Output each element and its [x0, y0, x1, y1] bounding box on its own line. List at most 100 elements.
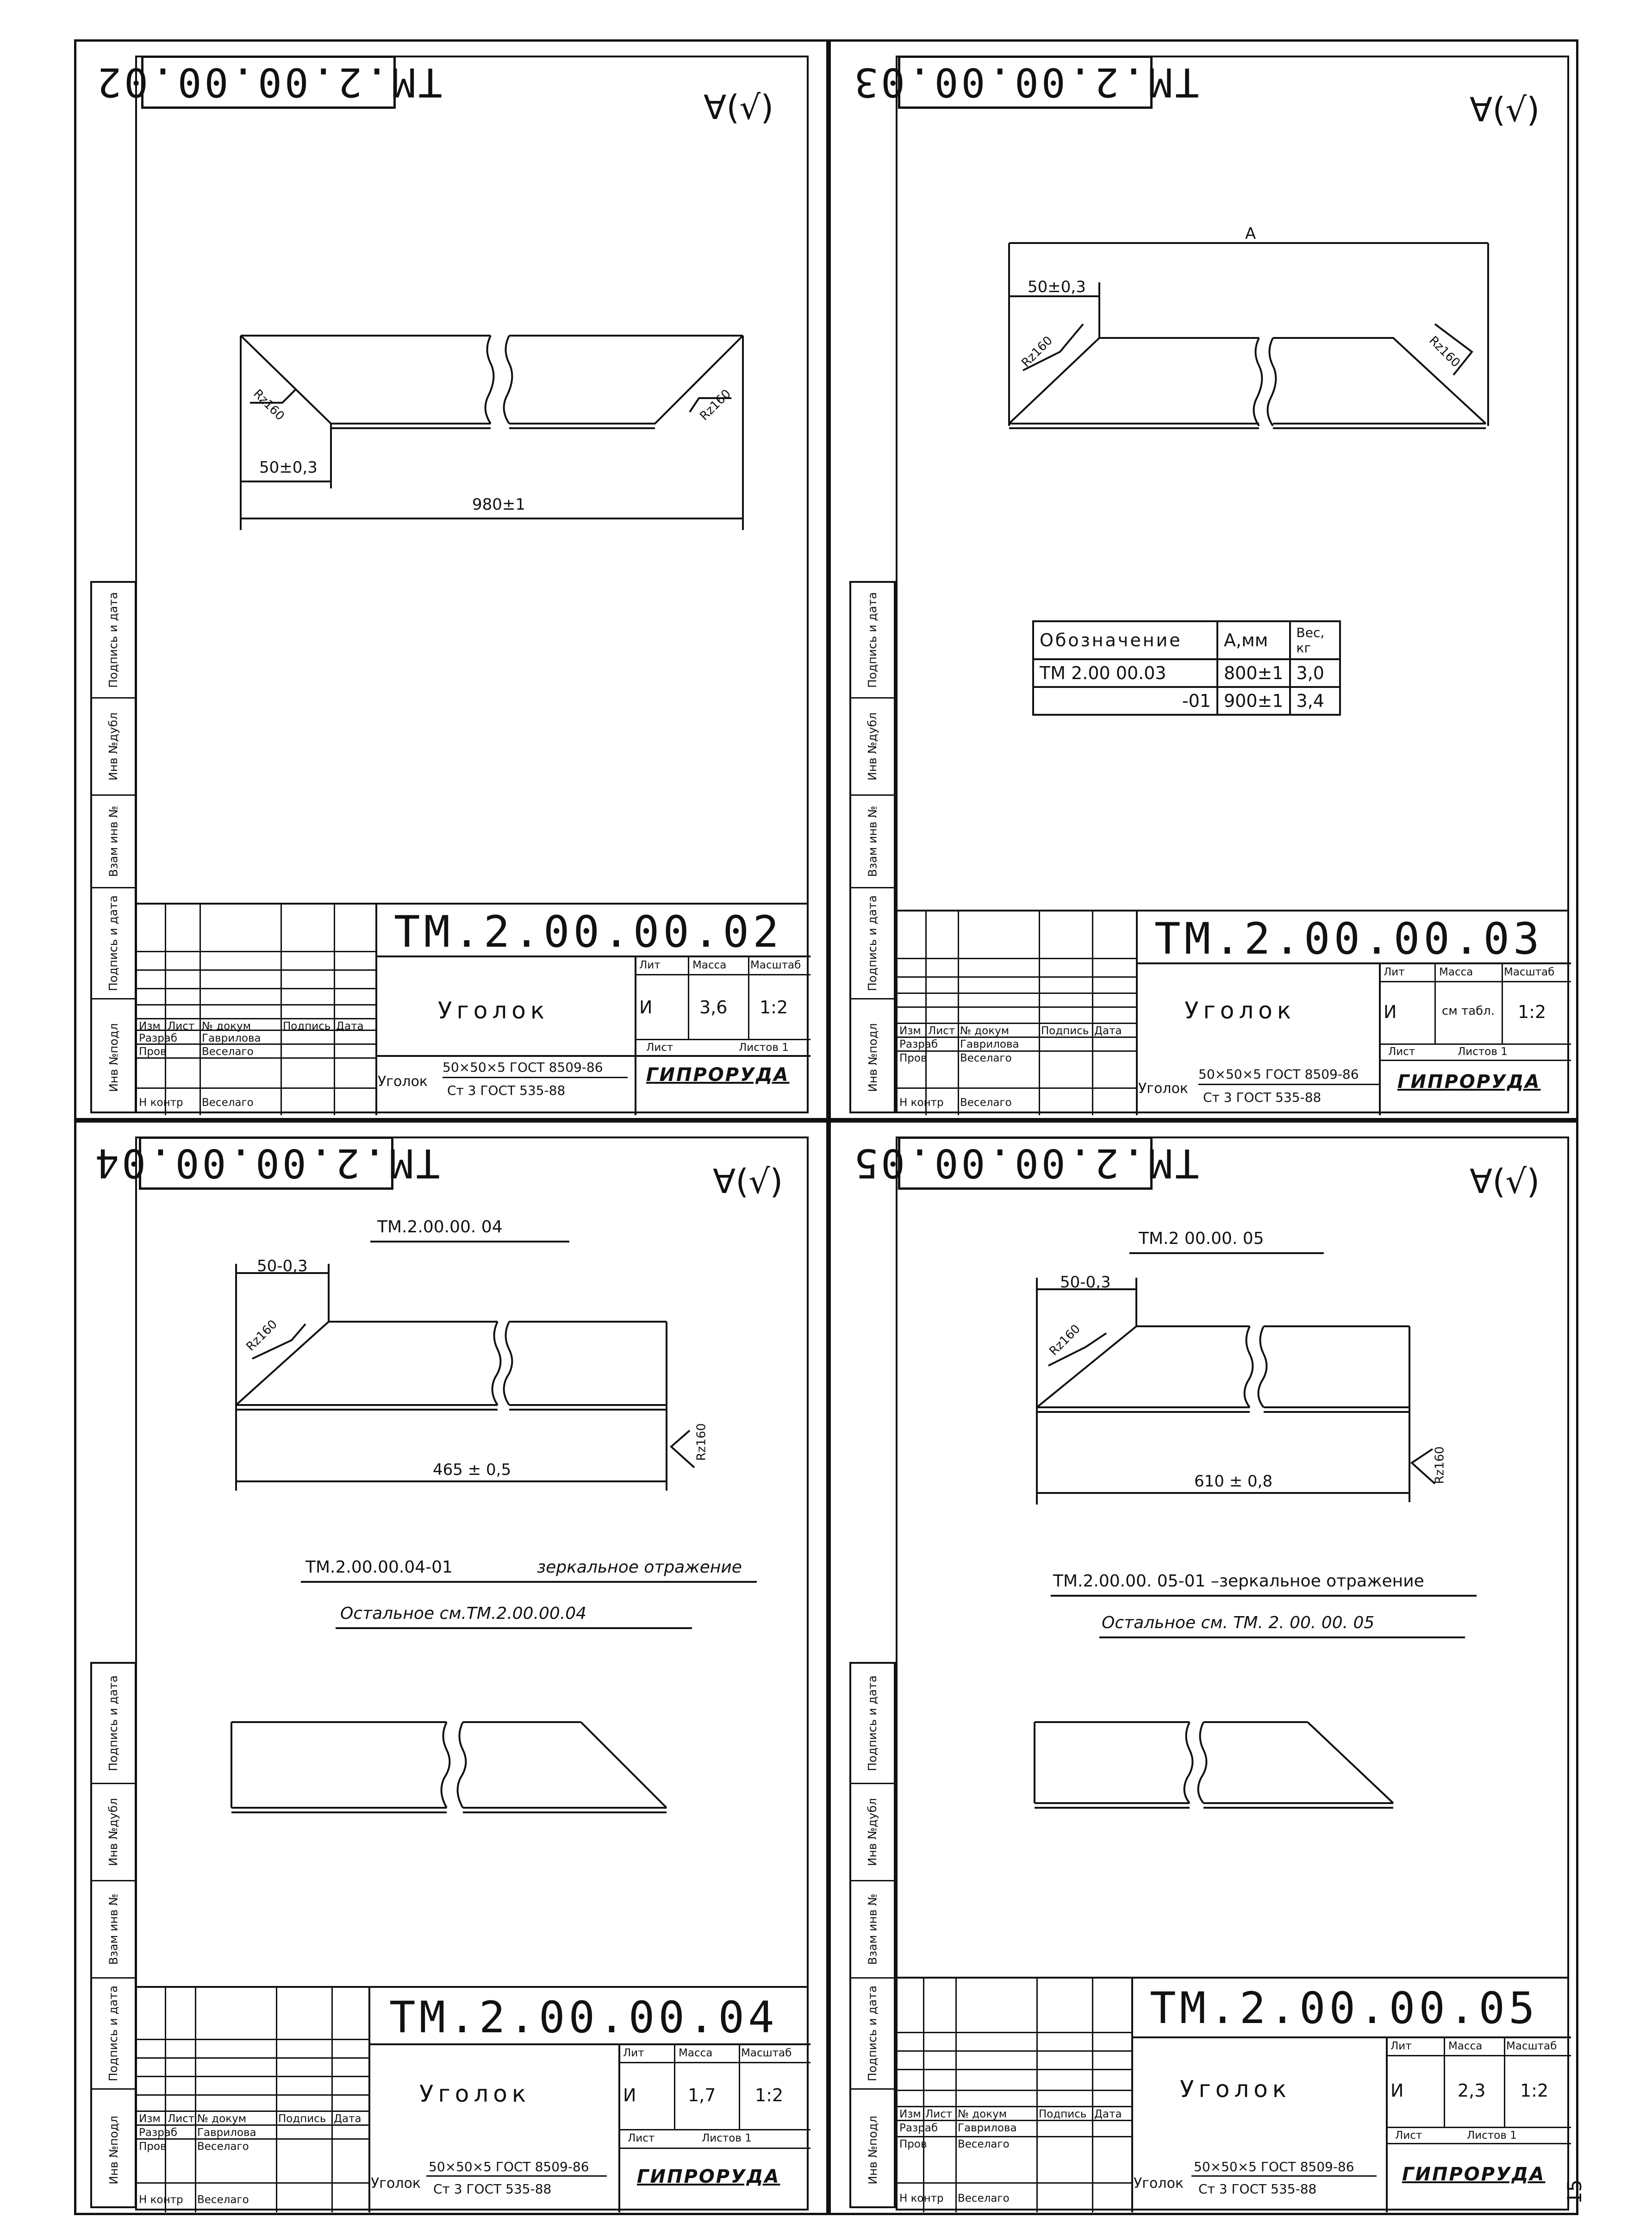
- label-lit: Лит: [1384, 966, 1405, 978]
- label-masshtab: Масштаб: [1504, 966, 1555, 978]
- spec-table-03: Обозначение А,мм Вес, кг ТМ 2.00 00.03 8…: [1032, 620, 1341, 716]
- label-list: Лист: [168, 1020, 195, 1032]
- label-prov: Пров: [139, 2141, 167, 2153]
- dim-length-02: 980±1: [472, 495, 526, 514]
- prov-name: Веселаго: [960, 1052, 1012, 1064]
- label-sign: Подпись: [1039, 2108, 1087, 2120]
- material-bottom: Ст 3 ГОСТ 535-88: [433, 2181, 552, 2197]
- side-cell: Взам инв №: [92, 1881, 135, 1979]
- dim-chamfer-03: 50±0,3: [1028, 278, 1086, 296]
- label-list: Лист: [928, 1025, 955, 1037]
- side-cell: Инв №дубл: [851, 699, 894, 796]
- lit-value: И: [1384, 1002, 1397, 1022]
- sheet-heading-05: ТМ.2 00.00. 05: [1139, 1229, 1264, 1248]
- note-mirror-04b: зеркальное отражение: [537, 1558, 742, 1577]
- label-date: Дата: [1094, 1025, 1122, 1037]
- razrab-name: Гаврилова: [202, 1032, 261, 1044]
- label-date: Дата: [1094, 2108, 1122, 2120]
- label-list: Лист: [925, 2108, 953, 2120]
- scale-value: 1:2: [755, 2085, 784, 2105]
- roughness-symbol: ∀(√): [704, 88, 774, 127]
- side-cell: Подпись и дата: [92, 1979, 135, 2090]
- label-razrab: Разраб: [139, 2127, 178, 2139]
- label-izm: Изм: [139, 1020, 161, 1032]
- logo: ГИПРОРУДА: [1402, 2164, 1546, 2185]
- label-sheet: Лист: [646, 1042, 673, 1054]
- label-masshtab: Масштаб: [741, 2047, 792, 2059]
- label-prov: Пров: [139, 1046, 167, 1058]
- dim-chamfer-04: 50-0,3: [257, 1257, 308, 1275]
- label-date: Дата: [334, 2113, 362, 2125]
- sheet-heading-04: ТМ.2.00.00. 04: [377, 1218, 503, 1236]
- th-a: А,мм: [1216, 620, 1291, 660]
- material-label: Уголок: [371, 2175, 421, 2192]
- label-sheet: Лист: [628, 2132, 655, 2144]
- label-list: Лист: [168, 2113, 195, 2125]
- side-cell: Инв №дубл: [851, 1784, 894, 1881]
- side-cell: Инв №дубл: [92, 699, 135, 796]
- label-prov: Пров: [899, 2138, 927, 2150]
- label-izm: Изм: [899, 1025, 921, 1037]
- label-docno: № докум: [197, 2113, 247, 2125]
- label-sheet: Лист: [1388, 1046, 1415, 1058]
- label-sign: Подпись: [278, 2113, 326, 2125]
- roughness-symbol: ∀(√): [1470, 90, 1540, 129]
- label-razrab: Разраб: [139, 1032, 178, 1044]
- label-massa: Масса: [692, 959, 727, 971]
- note-mirror-05: ТМ.2.00.00. 05-01 –зеркальное отражение: [1053, 1572, 1424, 1591]
- part-name: Уголок: [1184, 997, 1296, 1024]
- nkontr-name: Веселаго: [197, 2194, 249, 2206]
- material-label: Уголок: [378, 1074, 428, 1090]
- prov-name: Веселаго: [958, 2138, 1010, 2150]
- note-rest-05: Остальное см. ТМ. 2. 00. 00. 05: [1102, 1613, 1375, 1632]
- cell: 3,4: [1289, 686, 1341, 716]
- dim-length-03: А: [1245, 225, 1256, 243]
- dim-chamfer-02: 50±0,3: [259, 458, 318, 477]
- nkontr-name: Веселаго: [960, 1097, 1012, 1109]
- side-stamp-02: Подпись и дата Инв №дубл Взам инв № Подп…: [90, 581, 137, 1113]
- nkontr-name: Веселаго: [958, 2192, 1010, 2204]
- side-cell: Взам инв №: [851, 796, 894, 888]
- label-sheets: Листов 1: [702, 2132, 752, 2144]
- sheet-tm-04: [74, 1120, 829, 2215]
- side-cell: Взам инв №: [92, 796, 135, 888]
- label-razrab: Разраб: [899, 1038, 938, 1050]
- label-masshtab: Масштаб: [1506, 2040, 1557, 2052]
- side-cell: Инв №подл: [866, 2115, 879, 2185]
- label-nkontr: Н контр: [899, 1097, 944, 1109]
- label-sheet: Лист: [1395, 2129, 1422, 2142]
- label-masshtab: Масштаб: [750, 959, 801, 971]
- roughness-symbol: ∀(√): [713, 1162, 783, 1201]
- logo: ГИПРОРУДА: [646, 1064, 790, 1086]
- label-izm: Изм: [899, 2108, 921, 2120]
- part-name: Уголок: [419, 2080, 531, 2107]
- side-cell: Взам инв №: [851, 1881, 894, 1979]
- title-block-02: ТМ.2.00.00.02 Изм Лист № докум Подпись Д…: [135, 903, 810, 1115]
- label-nkontr: Н контр: [139, 1097, 183, 1109]
- label-sheets: Листов 1: [1458, 1046, 1508, 1058]
- side-cell: Подпись и дата: [92, 1664, 135, 1784]
- scale-value: 1:2: [760, 997, 788, 1018]
- label-izm: Изм: [139, 2113, 161, 2125]
- prov-name: Веселаго: [197, 2141, 249, 2153]
- rz-right-05: Rz160: [1433, 1446, 1447, 1484]
- cell: ТМ 2.00 00.03: [1032, 658, 1218, 688]
- material-bottom: Ст 3 ГОСТ 535-88: [1203, 1090, 1322, 1105]
- dim-length-05: 610 ± 0,8: [1194, 1472, 1273, 1491]
- lit-value: И: [1390, 2080, 1404, 2101]
- cell: 3,0: [1289, 658, 1341, 688]
- label-prov: Пров: [899, 1052, 927, 1064]
- material-bottom: Ст 3 ГОСТ 535-88: [1198, 2181, 1317, 2197]
- cell: 900±1: [1216, 686, 1291, 716]
- logo: ГИПРОРУДА: [1397, 1071, 1541, 1093]
- side-cell: Инв №дубл: [92, 1784, 135, 1881]
- side-cell: Подпись и дата: [92, 888, 135, 999]
- label-lit: Лит: [623, 2047, 644, 2059]
- title-code: ТМ.2.00.00.03: [1154, 914, 1543, 964]
- material-top: 50×50×5 ГОСТ 8509-86: [1194, 2159, 1354, 2174]
- title-code: ТМ.2.00.00.02: [394, 907, 783, 957]
- label-sign: Подпись: [283, 1020, 331, 1032]
